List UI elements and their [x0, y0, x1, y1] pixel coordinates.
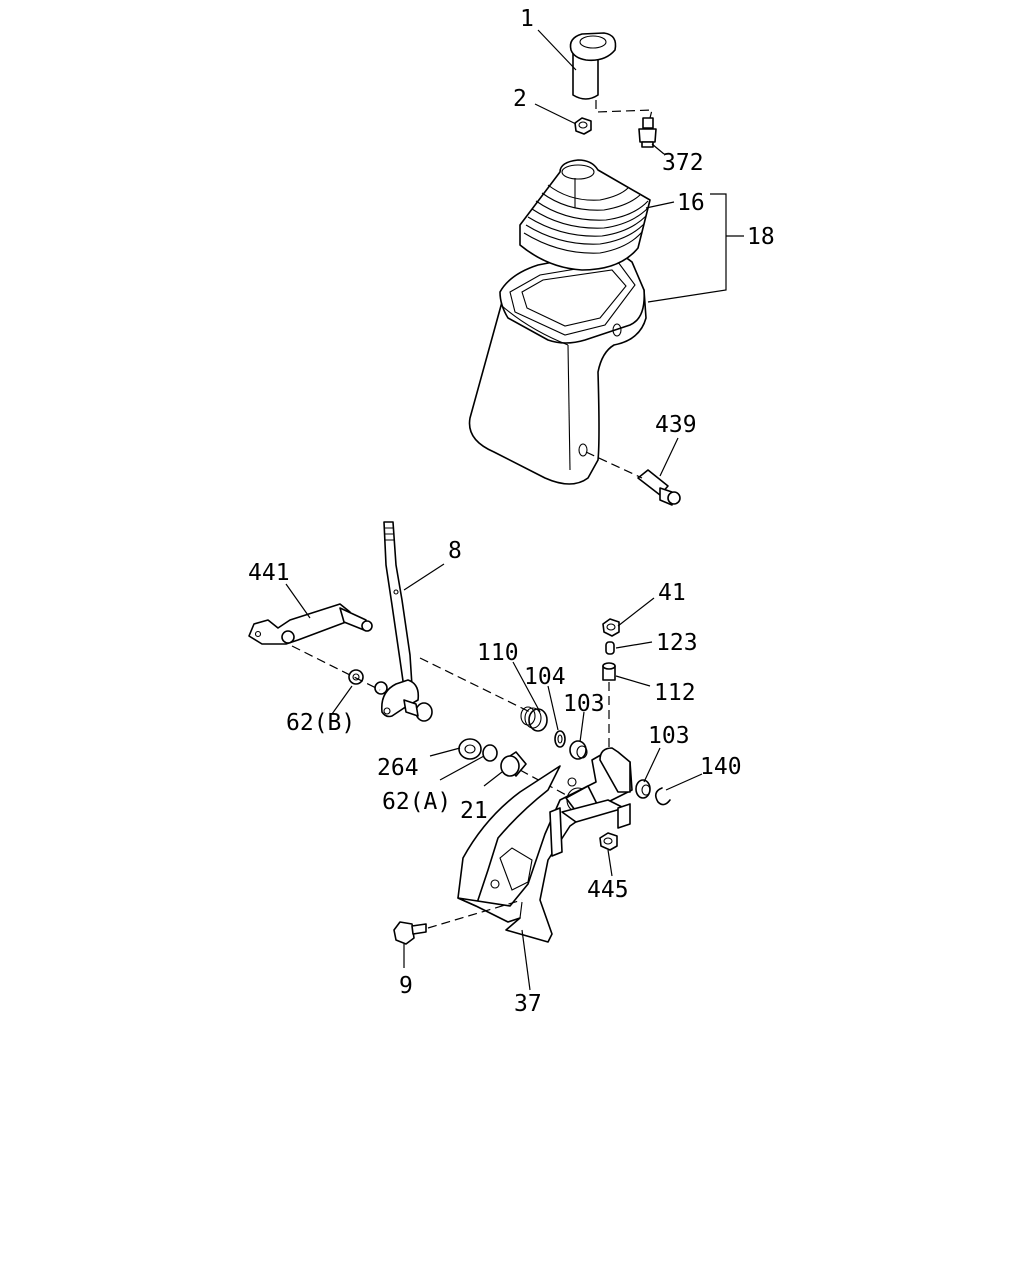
part-110-spring: [520, 706, 548, 732]
part-labels: 1 2 372 16 18 439 8 441 41 123 110 104 1…: [248, 6, 775, 1017]
label-part-8: 8: [448, 538, 462, 564]
bushing-dashed-line: [519, 769, 569, 797]
label-part-9: 9: [399, 973, 413, 999]
label-part-37: 37: [514, 991, 542, 1017]
part-62b-collar: [348, 669, 364, 685]
part-445-nut: [599, 832, 618, 851]
label-part-123: 123: [656, 630, 698, 656]
part-8-shift-lever: [374, 521, 433, 722]
part-1-knob: [569, 32, 617, 100]
label-part-445: 445: [587, 877, 629, 903]
part-123-pin: [605, 641, 615, 655]
label-part-62a: 62(A): [382, 789, 451, 815]
part-140-snap-ring: [654, 787, 671, 806]
label-part-112: 112: [654, 680, 696, 706]
label-part-104: 104: [524, 664, 566, 690]
label-part-372: 372: [662, 150, 704, 176]
part-37-bracket: [457, 747, 633, 943]
label-part-441: 441: [248, 560, 290, 586]
link-dashed-line: [291, 645, 381, 691]
label-part-110: 110: [477, 640, 519, 666]
part-264-washer: [458, 738, 482, 760]
label-part-140: 140: [700, 754, 742, 780]
part-21-bushing: [500, 751, 527, 777]
label-part-16: 16: [677, 190, 705, 216]
label-part-18: 18: [747, 224, 775, 250]
wire-dashed-line: [595, 100, 653, 119]
part-103-bushing-upper: [569, 740, 588, 760]
part-112-bushing: [602, 662, 616, 681]
part-9-bolt: [393, 921, 427, 945]
part-18-console-cover: [468, 251, 647, 485]
label-part-1: 1: [520, 6, 534, 32]
bolt-9-dashed-line: [427, 899, 523, 929]
label-part-439: 439: [655, 412, 697, 438]
part-439-bolt: [637, 469, 681, 506]
label-part-103-lower: 103: [648, 723, 690, 749]
bolt-439-dashed-line: [585, 451, 643, 479]
label-part-103-upper: 103: [563, 691, 605, 717]
part-2-nut: [574, 117, 592, 135]
lever-spring-dashed-line: [419, 657, 531, 713]
leader-lines: [285, 29, 744, 991]
part-16-boot: [519, 159, 651, 271]
label-part-62b: 62(B): [286, 710, 355, 736]
label-part-264: 264: [377, 755, 419, 781]
part-103-bushing-lower: [635, 779, 651, 799]
label-part-2: 2: [513, 86, 527, 112]
part-104-washer: [554, 730, 566, 748]
label-part-21: 21: [460, 798, 488, 824]
part-41-nut: [602, 618, 620, 637]
label-part-41: 41: [658, 580, 686, 606]
part-372-switch: [638, 117, 657, 148]
part-441-link: [248, 603, 373, 645]
part-62a-collar: [482, 744, 498, 762]
